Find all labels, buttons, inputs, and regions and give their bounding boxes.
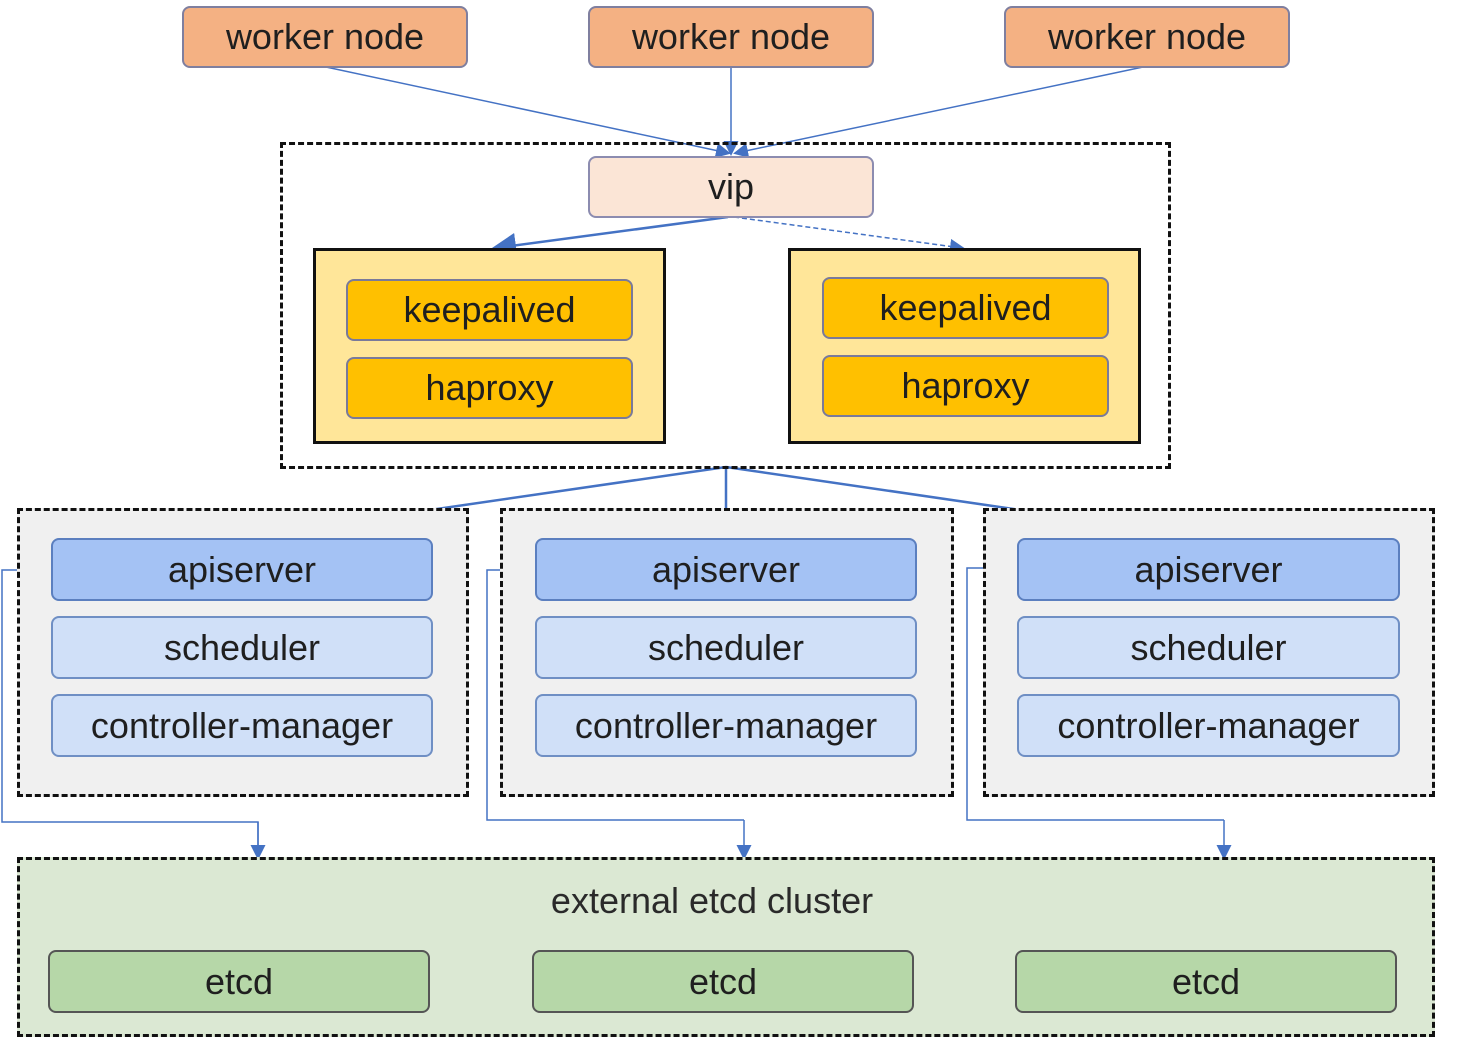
arrow-worker1-to-vip xyxy=(325,66,731,158)
etcd-member-2: etcd xyxy=(532,950,914,1013)
arrow-worker3-to-vip xyxy=(733,66,1144,158)
haproxy-2: haproxy xyxy=(822,355,1109,417)
apiserver-2: apiserver xyxy=(535,538,917,601)
keepalived-2: keepalived xyxy=(822,277,1109,339)
haproxy-1: haproxy xyxy=(346,357,633,419)
worker-node-1: worker node xyxy=(182,6,468,68)
scheduler-1: scheduler xyxy=(51,616,433,679)
controller-manager-1: controller-manager xyxy=(51,694,433,757)
arrow-vip-to-lb2 xyxy=(733,216,965,254)
scheduler-2: scheduler xyxy=(535,616,917,679)
worker-node-3: worker node xyxy=(1004,6,1290,68)
apiserver-1: apiserver xyxy=(51,538,433,601)
worker-node-2: worker node xyxy=(588,6,874,68)
vip-box: vip xyxy=(588,156,874,218)
keepalived-1: keepalived xyxy=(346,279,633,341)
etcd-member-1: etcd xyxy=(48,950,430,1013)
load-balancer-frame xyxy=(280,142,1171,469)
etcd-member-3: etcd xyxy=(1015,950,1397,1013)
etcd-cluster-label: external etcd cluster xyxy=(550,880,874,921)
apiserver-3: apiserver xyxy=(1017,538,1400,601)
controller-manager-2: controller-manager xyxy=(535,694,917,757)
controller-manager-3: controller-manager xyxy=(1017,694,1400,757)
arrow-vip-to-lb1 xyxy=(491,215,729,258)
scheduler-3: scheduler xyxy=(1017,616,1400,679)
